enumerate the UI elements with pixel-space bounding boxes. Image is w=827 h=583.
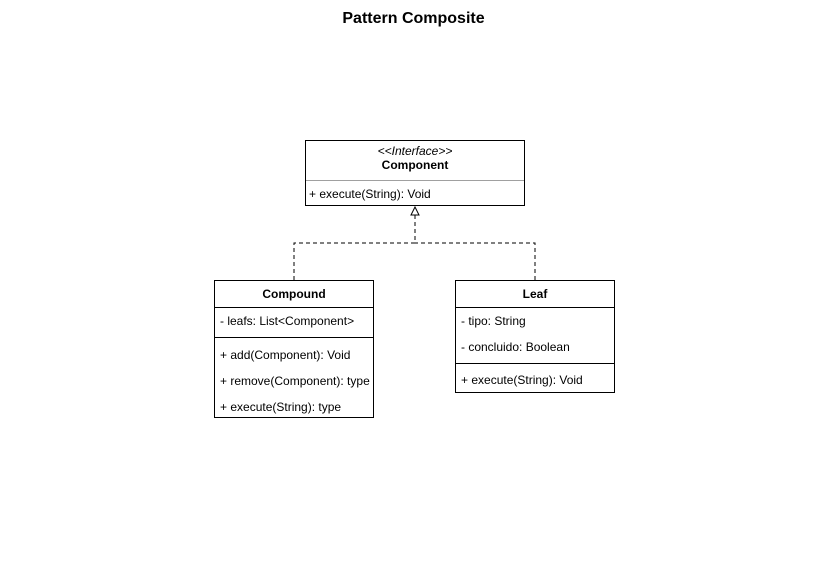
leaf-class-box[interactable]: Leaf - tipo: String - concluido: Boolean… [455,280,615,393]
leaf-header: Leaf [456,281,614,307]
leaf-realization-line [415,242,536,280]
leaf-methods: + execute(String): Void [456,363,614,393]
component-method: + execute(String): Void [309,187,431,201]
leaf-method: + execute(String): Void [461,373,583,387]
compound-method: + execute(String): type [220,400,342,414]
component-interface-box[interactable]: <<Interface>> Component + execute(String… [305,140,525,206]
component-name: Component [381,158,449,172]
component-methods: + execute(String): Void [306,180,524,207]
compound-header: Compound [215,281,373,307]
leaf-attribute: - tipo: String [461,314,526,328]
compound-method: + add(Component): Void [220,348,351,362]
component-stereotype: <<Interface>> [377,144,453,158]
compound-class-box[interactable]: Compound - leafs: List<Component> + add(… [214,280,374,418]
compound-attribute: - leafs: List<Component> [220,314,355,328]
compound-realization-line [293,215,416,280]
leaf-attribute: - concluido: Boolean [461,340,570,354]
compound-methods: + add(Component): Void + remove(Componen… [215,337,373,420]
diagram-title: Pattern Composite [342,10,485,27]
realization-arrowhead [410,205,420,216]
leaf-attributes: - tipo: String - concluido: Boolean [456,307,614,363]
compound-attributes: - leafs: List<Component> [215,307,373,337]
compound-method: + remove(Component): type [220,374,370,388]
component-header: <<Interface>> Component [306,141,524,180]
leaf-name: Leaf [522,287,548,301]
compound-name: Compound [262,287,326,301]
